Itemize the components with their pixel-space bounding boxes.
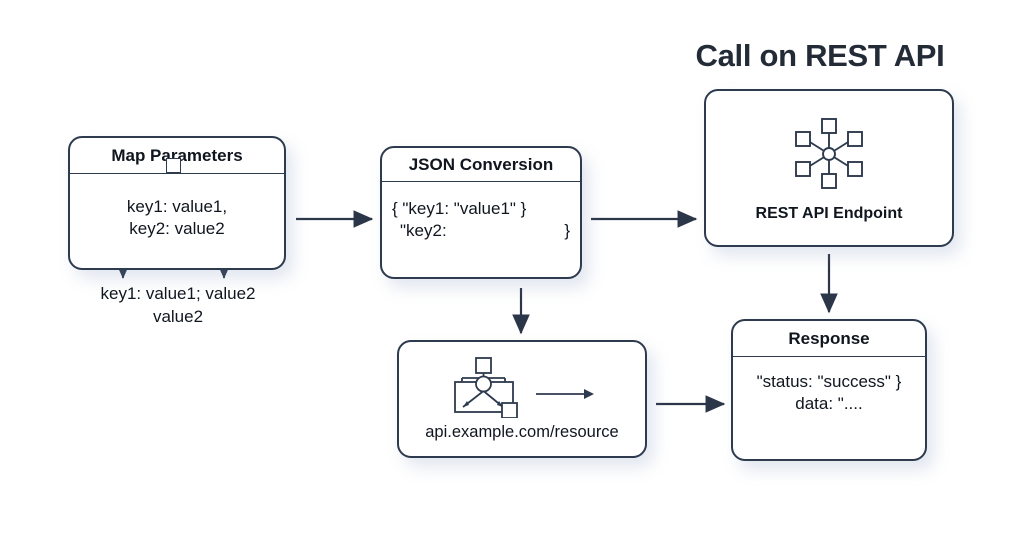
map-parameters-title: Map Parameters — [70, 138, 284, 174]
node-response[interactable]: Response "status: "success" } data: "...… — [731, 319, 927, 461]
node-rest-api-endpoint[interactable]: REST API Endpoint — [704, 89, 954, 247]
page-title: Call on REST API — [695, 38, 945, 73]
response-body: "status: "success" } data: ".... — [733, 357, 925, 415]
node-map-parameters[interactable]: Map Parameters key1: value1, key2: value… — [68, 136, 286, 270]
json-conversion-body: { "key1: "value1" } "key2: } — [382, 182, 580, 242]
map-parameters-caption: key1: value1; value2 value2 — [60, 283, 296, 329]
node-json-conversion[interactable]: JSON Conversion { "key1: "value1" } "key… — [380, 146, 582, 279]
json-conversion-line-1: { "key1: "value1" } — [392, 199, 527, 218]
map-parameters-caption-line-1: key1: value1; value2 — [100, 284, 256, 303]
map-parameters-caption-line-2: value2 — [152, 306, 204, 326]
map-parameters-line-2: key2: value2 — [129, 218, 225, 238]
rest-api-endpoint-label: REST API Endpoint — [755, 205, 903, 222]
node-api-resource[interactable]: api.example.com/resource — [397, 340, 647, 458]
map-parameters-body: key1: value1, key2: value2 — [70, 158, 284, 240]
json-conversion-line-2: "key2: } — [382, 220, 580, 242]
json-conversion-line-2-left: "key2: — [400, 220, 447, 240]
small-square-icon — [166, 158, 181, 173]
hub-and-spoke-icon — [790, 117, 868, 196]
response-line-2: data: ".... — [795, 393, 863, 413]
response-title: Response — [733, 321, 925, 357]
response-line-1: "status: "success" } — [756, 372, 902, 391]
api-resource-label: api.example.com/resource — [425, 423, 619, 441]
map-parameters-line-1: key1: value1, — [126, 197, 228, 216]
api-gateway-icon — [399, 342, 645, 418]
json-conversion-line-2-right: } — [564, 220, 570, 240]
json-conversion-title: JSON Conversion — [382, 148, 580, 182]
